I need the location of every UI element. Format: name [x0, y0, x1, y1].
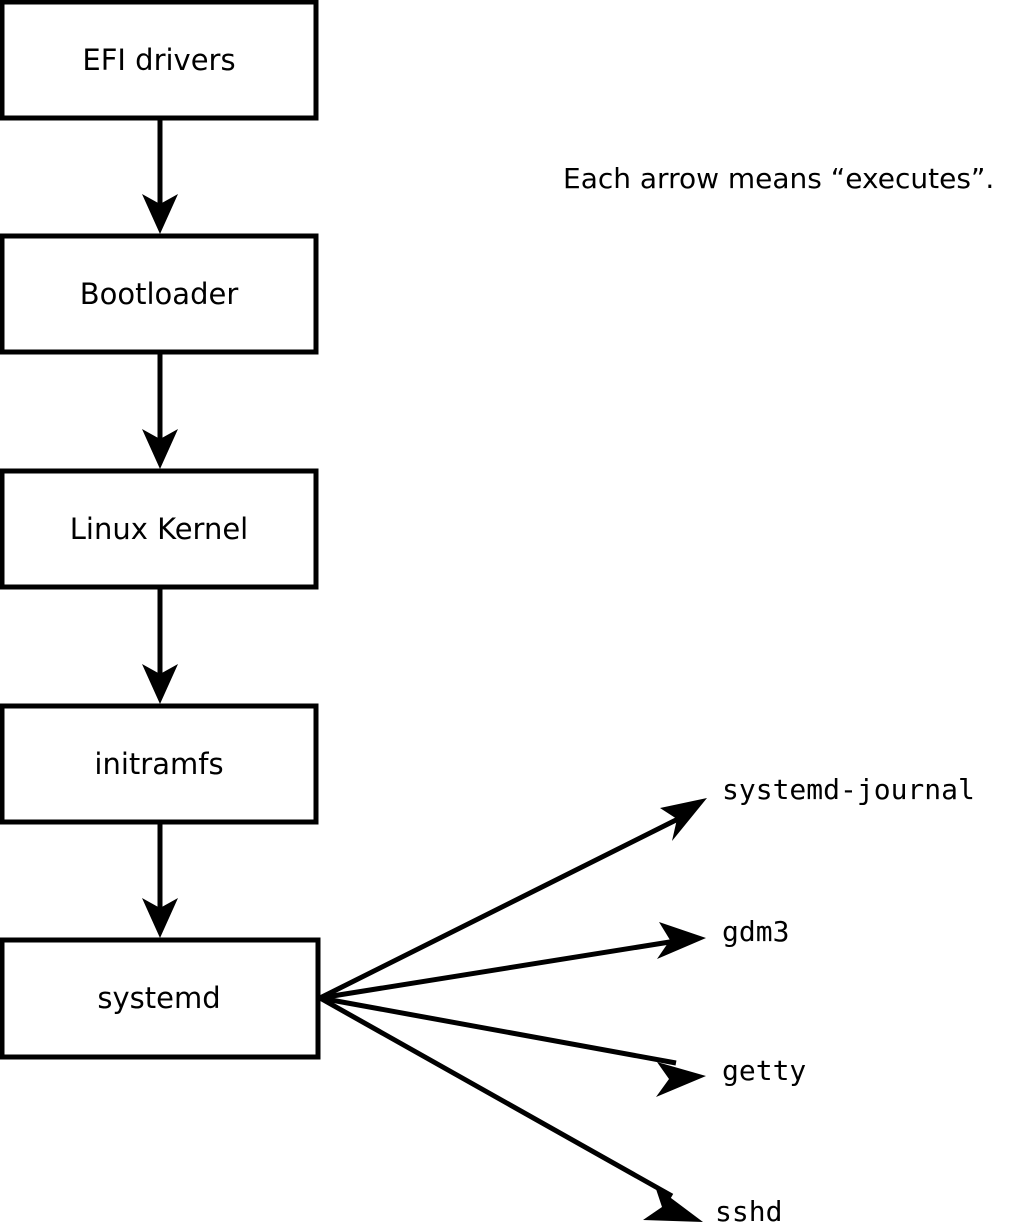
node-label-bootloader: Bootloader — [80, 277, 239, 311]
service-label-getty: getty — [722, 1054, 806, 1087]
node-efi-drivers[interactable]: EFI drivers — [0, 0, 319, 121]
node-linux-kernel[interactable]: Linux Kernel — [0, 468, 319, 590]
node-label-initramfs: initramfs — [94, 747, 223, 781]
service-arrow-gdm3 — [319, 922, 706, 1001]
service-arrow-getty — [319, 995, 706, 1097]
service-arrow-systemd-journal — [318, 798, 707, 1001]
chain-arrow-bootloader-to-kernel — [142, 352, 178, 469]
node-label-efi-drivers: EFI drivers — [82, 43, 235, 77]
chain-arrow-initramfs-to-systemd — [142, 822, 178, 938]
chain-arrow-efi-to-bootloader — [142, 118, 178, 234]
node-label-linux-kernel: Linux Kernel — [70, 512, 248, 546]
service-label-systemd-journal: systemd-journal — [722, 773, 975, 806]
node-initramfs[interactable]: initramfs — [0, 703, 319, 825]
service-arrow-sshd — [318, 995, 703, 1222]
node-bootloader[interactable]: Bootloader — [0, 233, 319, 355]
service-label-sshd: sshd — [715, 1195, 782, 1228]
node-systemd[interactable]: systemd — [0, 937, 321, 1060]
legend-note: Each arrow means “executes”. — [563, 162, 994, 195]
node-label-systemd: systemd — [97, 981, 220, 1015]
service-label-gdm3: gdm3 — [722, 915, 789, 948]
chain-arrow-kernel-to-initramfs — [142, 587, 178, 704]
